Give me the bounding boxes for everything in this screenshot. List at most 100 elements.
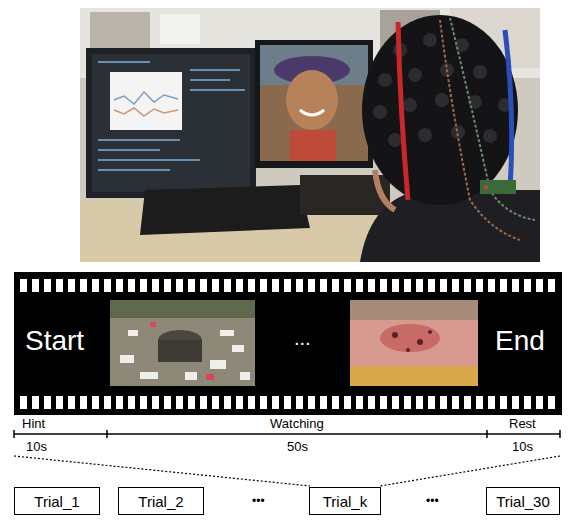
ellipsis: ••• [252,495,265,507]
sprocket-hole [356,396,363,409]
trial-label: Trial_30 [496,493,550,510]
sprocket-hole [260,396,267,409]
trial-box: Trial_1 [14,487,100,515]
sprocket-hole [536,396,543,409]
sprocket-hole [344,396,351,409]
sprocket-hole [188,396,195,409]
sprocket-hole [500,396,507,409]
sprocket-hole [476,279,483,292]
sprocket-hole [308,279,315,292]
sprocket-hole [296,396,303,409]
trial-box: Trial_k [309,487,381,515]
sprocket-hole [128,279,135,292]
sprocket-hole [404,396,411,409]
sprocket-hole [320,396,327,409]
sprocket-hole [104,396,111,409]
film-label: End [495,327,545,355]
sprocket-hole [20,396,27,409]
sprocket-hole [44,396,51,409]
trial-box: Trial_30 [486,487,560,515]
sprocket-hole [152,396,159,409]
sprocket-hole [68,396,75,409]
sprocket-hole [296,279,303,292]
sprocket-hole [32,396,39,409]
sprocket-hole [236,279,243,292]
sprocket-hole [140,279,147,292]
sprocket-hole [164,279,171,292]
sprocket-hole [332,396,339,409]
sprocket-hole [116,279,123,292]
sprocket-hole [248,279,255,292]
ellipsis: ••• [426,495,439,507]
sprocket-hole [260,279,267,292]
sprocket-hole [284,396,291,409]
filmstrip [14,272,562,415]
sprocket-hole [20,279,27,292]
sprocket-hole [428,396,435,409]
sprocket-hole [404,279,411,292]
film-label: Start [25,327,84,355]
ellipsis: ... [294,328,311,348]
sprocket-hole [164,396,171,409]
sprocket-hole [284,279,291,292]
sprocket-hole [80,396,87,409]
sprocket-hole [392,279,399,292]
sprocket-hole [80,279,87,292]
sprocket-hole [116,396,123,409]
sprocket-hole [92,279,99,292]
sprocket-hole [68,279,75,292]
sprocket-hole [308,396,315,409]
garbage-image [110,300,255,386]
sprocket-hole [464,396,471,409]
sprocket-hole [548,279,555,292]
sprocket-hole [440,279,447,292]
sprocket-hole [248,396,255,409]
phase-duration: 10s [26,440,47,453]
sprocket-hole [344,279,351,292]
phase-duration: 10s [512,440,533,453]
sprocket-hole [212,396,219,409]
sprocket-hole [320,279,327,292]
sprocket-hole [368,396,375,409]
sprocket-hole [488,396,495,409]
sprocket-hole [440,396,447,409]
sprocket-hole [452,396,459,409]
sprocket-hole [188,279,195,292]
sprocket-hole [464,279,471,292]
sprocket-hole [272,279,279,292]
sprocket-hole [524,396,531,409]
sprocket-hole [488,279,495,292]
sprocket-hole [380,396,387,409]
sprocket-hole [512,396,519,409]
sprocket-hole [224,279,231,292]
sprocket-hole [368,279,375,292]
sprocket-hole [392,396,399,409]
sprocket-hole [32,279,39,292]
trial-label: Trial_1 [34,493,79,510]
sprocket-hole [452,279,459,292]
sprocket-hole [524,279,531,292]
phase-name: Hint [22,417,45,430]
phase-duration: 50s [287,440,308,453]
sprocket-hole [104,279,111,292]
sprocket-hole [428,279,435,292]
sprocket-hole [536,279,543,292]
sprocket-hole [200,279,207,292]
sprocket-hole [380,279,387,292]
sprocket-hole [500,279,507,292]
trial-label: Trial_2 [138,493,183,510]
sprocket-hole [548,396,555,409]
sprocket-hole [128,396,135,409]
sprocket-hole [224,396,231,409]
sprocket-hole [332,279,339,292]
phase-name: Rest [509,417,536,430]
sprocket-hole [140,396,147,409]
sprocket-hole [92,396,99,409]
lab-photo [80,8,540,262]
zoom-lines [14,456,560,486]
sprocket-hole [176,279,183,292]
sprocket-hole [356,279,363,292]
sprocket-hole [272,396,279,409]
sprocket-hole [212,279,219,292]
